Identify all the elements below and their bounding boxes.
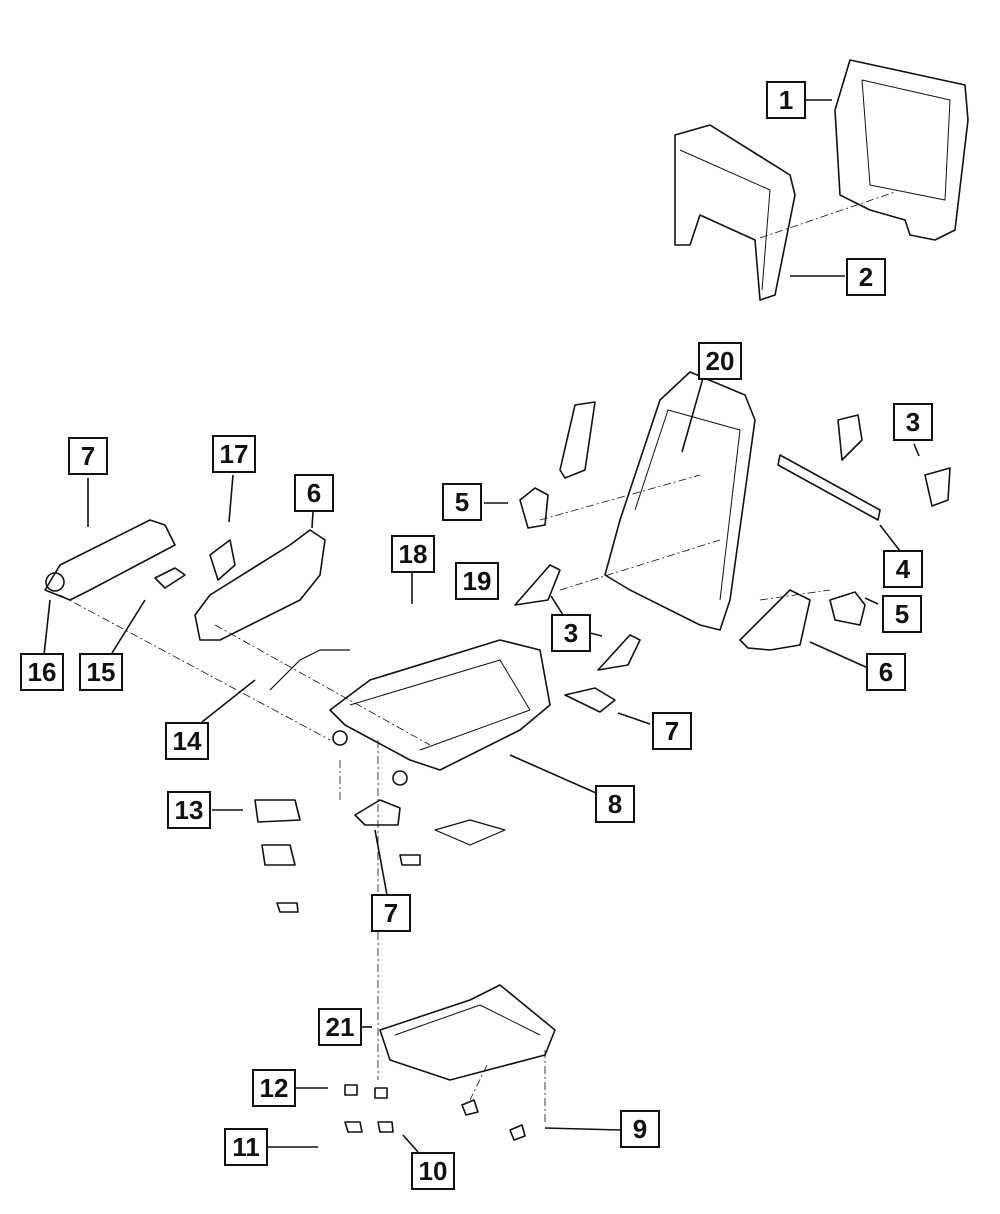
part-shield-right bbox=[739, 589, 811, 651]
part-inner-shield bbox=[354, 799, 401, 826]
callout-7-left: 7 bbox=[68, 437, 108, 475]
part-latch-cable bbox=[434, 819, 506, 846]
leader-17 bbox=[228, 474, 234, 523]
leader-15 bbox=[111, 599, 146, 654]
part-module-lower bbox=[261, 844, 296, 866]
part-recliner-cover-3 bbox=[514, 564, 561, 606]
part-clip-10a bbox=[344, 1121, 363, 1133]
part-clip-9a bbox=[461, 1099, 479, 1116]
leader-7b bbox=[617, 712, 651, 725]
part-outer-shield bbox=[44, 519, 176, 601]
leader-6b bbox=[809, 641, 869, 669]
part-clip-12a bbox=[344, 1084, 358, 1096]
part-back-trim bbox=[674, 124, 796, 301]
callout-20: 20 bbox=[698, 342, 742, 380]
leader-10 bbox=[402, 1134, 419, 1153]
leader-3a bbox=[913, 443, 920, 457]
part-recliner-cover-right bbox=[829, 591, 866, 626]
callout-10: 10 bbox=[411, 1152, 455, 1190]
callout-13: 13 bbox=[167, 791, 211, 829]
part-seat-back-panel bbox=[834, 59, 969, 241]
part-cross-bar bbox=[777, 454, 881, 521]
part-wire-harness bbox=[269, 649, 350, 691]
part-cushion-shield bbox=[194, 529, 326, 641]
part-clip-9b bbox=[509, 1124, 526, 1141]
leader-5b bbox=[864, 597, 879, 605]
callout-5-left: 5 bbox=[442, 483, 482, 521]
leader-14 bbox=[201, 679, 256, 723]
callout-3-middle: 3 bbox=[551, 614, 591, 652]
part-bracket-7b bbox=[564, 687, 616, 713]
callout-15: 15 bbox=[79, 653, 123, 691]
part-seat-frame bbox=[329, 639, 551, 771]
callout-21: 21 bbox=[318, 1008, 362, 1046]
callout-5-right: 5 bbox=[882, 595, 922, 633]
leader-6a bbox=[311, 511, 314, 529]
callout-1: 1 bbox=[766, 81, 806, 119]
callout-7-right: 7 bbox=[652, 712, 692, 750]
part-recliner-cover-3b bbox=[597, 634, 641, 671]
part-bracket-right bbox=[924, 467, 951, 507]
part-connector-2 bbox=[399, 854, 421, 866]
part-clip-10b bbox=[377, 1121, 394, 1133]
part-clip-12b bbox=[374, 1087, 388, 1099]
callout-9: 9 bbox=[620, 1110, 660, 1148]
part-handle bbox=[154, 567, 186, 589]
part-recliner-cover-left bbox=[519, 487, 549, 529]
callout-14: 14 bbox=[165, 722, 209, 760]
callout-2: 2 bbox=[846, 258, 886, 296]
callout-3-upper-right: 3 bbox=[893, 403, 933, 441]
leader-8 bbox=[509, 754, 597, 794]
part-seat-pan bbox=[379, 984, 556, 1081]
callout-7-lower: 7 bbox=[371, 894, 411, 932]
callout-6-right: 6 bbox=[866, 653, 906, 691]
callout-19: 19 bbox=[455, 562, 499, 600]
part-side-airbag bbox=[559, 401, 596, 479]
callout-4: 4 bbox=[883, 550, 923, 588]
part-module bbox=[254, 799, 301, 823]
leader-16 bbox=[43, 599, 51, 656]
leader-9 bbox=[544, 1127, 621, 1131]
part-seatback-frame bbox=[604, 371, 756, 631]
callout-11: 11 bbox=[224, 1128, 268, 1166]
callout-16: 16 bbox=[20, 653, 64, 691]
part-connector bbox=[276, 902, 299, 913]
leader-7c bbox=[374, 829, 388, 896]
callout-18: 18 bbox=[391, 535, 435, 573]
callout-8: 8 bbox=[595, 785, 635, 823]
callout-12: 12 bbox=[252, 1069, 296, 1107]
leader-3c bbox=[589, 632, 603, 637]
part-trim-17 bbox=[209, 539, 236, 581]
leader-4 bbox=[879, 524, 901, 552]
leader-20 bbox=[681, 377, 704, 453]
callout-6-left: 6 bbox=[294, 474, 334, 512]
callout-17: 17 bbox=[212, 435, 256, 473]
part-bracket-upper bbox=[837, 414, 863, 461]
